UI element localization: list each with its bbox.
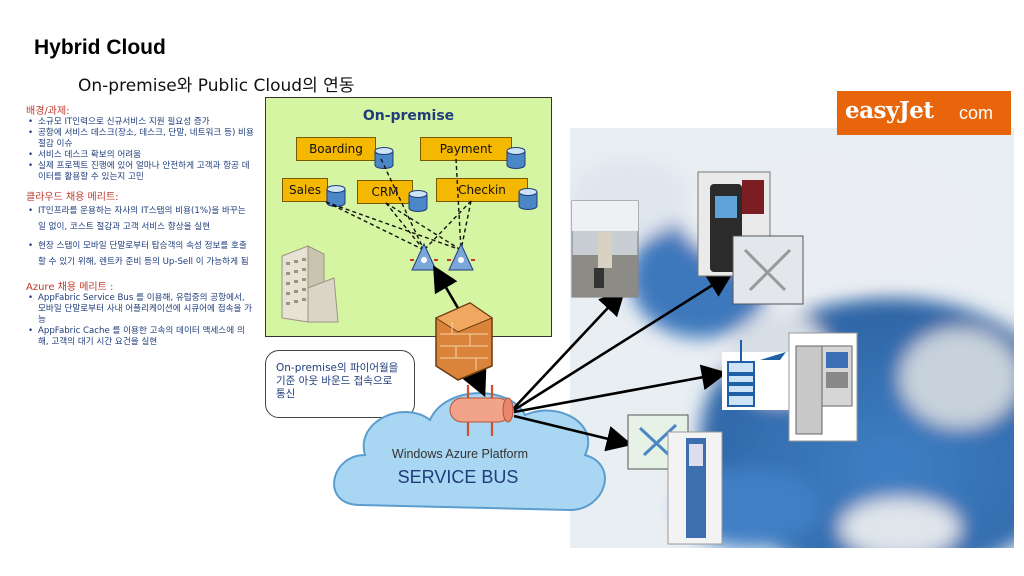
list-item: 실제 프로젝트 진행에 있어 얼마나 안전하게 고객과 항공 데이터를 활용할 …	[26, 161, 254, 183]
list-item: 서비스 데스크 확보의 어려움	[26, 150, 254, 161]
on-premise-title: On-premise	[362, 108, 455, 124]
system-crm: CRM	[357, 180, 413, 204]
database-icon	[326, 185, 346, 207]
page-title: Hybrid Cloud	[34, 36, 166, 59]
list-item: AppFabric Service Bus 를 이용해, 유럽중의 공항에서, …	[26, 293, 254, 326]
service-bus-icon	[449, 385, 514, 436]
on-premise-connections	[325, 158, 475, 271]
azure-merits-list: AppFabric Service Bus 를 이용해, 유럽중의 공항에서, …	[26, 293, 254, 348]
page-subtitle: On-premise와 Public Cloud의 연동	[78, 76, 355, 96]
on-premise-box: On-premise Boarding Payment Sales CRM Ch…	[265, 97, 552, 337]
database-icon	[408, 190, 428, 212]
section-heading-azure-merits: Azure 채용 메리트 :	[26, 282, 114, 293]
system-payment: Payment	[420, 137, 512, 161]
list-item: 현장 스탭이 모바일 단말로부터 탑승객의 속성 정보를 호출할 수 있기 위해…	[26, 238, 254, 270]
list-item: 공항에 서비스 데스크(장소, 데스크, 단말, 네트워크 등) 비용 절감 이…	[26, 128, 254, 150]
airport-terminal-photo	[571, 200, 639, 298]
cloud-merits-list: IT인프라를 운용하는 자사의 IT스탭의 비용(1%)을 바꾸는 일 없이, …	[26, 203, 254, 270]
logo-wordmark: easyJet	[845, 97, 934, 124]
list-item: 소규모 IT인력으로 신규서비스 지원 필요성 증가	[26, 117, 254, 128]
list-item: AppFabric Cache 를 이용한 고속의 데이터 액세스에 의해, 고…	[26, 326, 254, 348]
database-icon	[374, 147, 394, 169]
system-checkin: Checkin	[436, 178, 528, 202]
section-heading-cloud-merits: 클라우드 채용 메리트:	[26, 192, 119, 203]
check-in-kiosk-photo	[788, 332, 858, 442]
router-icon	[447, 242, 475, 271]
database-icon	[506, 147, 526, 169]
section-heading-background: 배경/과제:	[26, 106, 70, 117]
list-item: IT인프라를 운용하는 자사의 IT스탭의 비용(1%)을 바꾸는 일 없이, …	[26, 203, 254, 235]
airport-building-icon	[722, 340, 790, 410]
logo-suffix: com	[959, 103, 994, 123]
router-icon	[410, 242, 438, 271]
firewall-callout: On-premise의 파이어월을 기준 아웃 바운드 접속으로 통신	[265, 350, 415, 418]
cloud-service-bus-label: SERVICE BUS	[397, 467, 519, 487]
easyjet-logo: easyJet com	[837, 91, 1011, 135]
kiosk-terminal-photo	[667, 431, 723, 545]
background-list: 소규모 IT인력으로 신규서비스 지원 필요성 증가 공항에 서비스 데스크(장…	[26, 117, 254, 183]
cloud-platform-label: Windows Azure Platform	[391, 447, 529, 461]
firewall-icon	[434, 302, 494, 381]
system-sales: Sales	[282, 178, 328, 202]
airport-map-tile	[732, 235, 804, 305]
database-icon	[518, 188, 538, 210]
left-text-column: 배경/과제: 소규모 IT인력으로 신규서비스 지원 필요성 증가 공항에 서비…	[26, 102, 254, 348]
system-boarding: Boarding	[296, 137, 376, 161]
building-icon	[281, 245, 339, 323]
